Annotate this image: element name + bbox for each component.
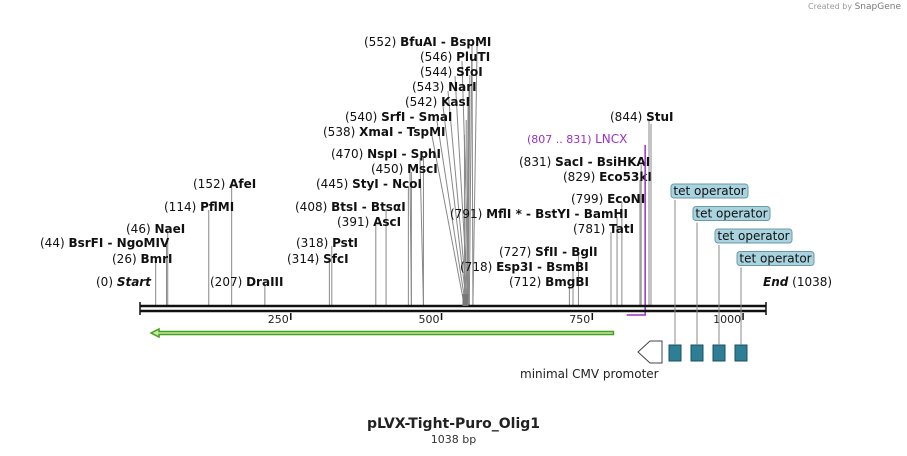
site-label: (152) AfeI: [193, 177, 256, 191]
site-label: (0) Start: [96, 275, 152, 289]
operator-label: tet operator: [695, 207, 767, 221]
site-label: (552) BfuAI - BspMI: [364, 35, 491, 49]
orf-arrow[interactable]: [149, 327, 615, 339]
tick-label: 1000: [713, 313, 741, 326]
operator-label: tet operator: [673, 184, 745, 198]
site-line: [466, 104, 469, 307]
operator-label-box: [736, 251, 815, 266]
tick-label: 250: [268, 313, 289, 326]
operator-label-box: [692, 206, 771, 221]
site-label: (844) StuI: [610, 110, 673, 124]
site-label: (391) AscI: [337, 215, 401, 229]
site-label: (44) BsrFI - NgoMIV: [40, 236, 170, 250]
site-fan-line: [442, 105, 468, 307]
site-label: (546) PluTI: [420, 50, 490, 64]
site-fan-line: [471, 45, 474, 307]
site-label: (831) SacI - BsiHKAI: [519, 155, 650, 169]
tick-label: 500: [419, 313, 440, 326]
site-label: (540) SrfI - SmaI: [345, 110, 452, 124]
primer-label: (807 .. 831) LNCX: [527, 132, 627, 146]
site-label: (544) SfoI: [420, 65, 483, 79]
site-label: (791) MflI * - BstYI - BamHI: [450, 207, 628, 221]
promoter-label: minimal CMV promoter: [520, 367, 659, 381]
tet-operator-feature[interactable]: [668, 344, 682, 362]
tet-operator-feature[interactable]: [690, 344, 704, 362]
site-line: [465, 119, 467, 307]
site-label: (799) EcoNI: [571, 192, 645, 206]
site-fan-line: [436, 120, 467, 307]
site-label: (543) NarI: [412, 80, 477, 94]
operator-label: tet operator: [739, 252, 811, 266]
site-cluster: [462, 294, 469, 306]
operator-label-box: [714, 228, 793, 244]
plasmid-linear-map: (0) Start (26) BmrI (44) BsrFI - NgoMIV(46…: [40, 35, 832, 364]
site-label: (712) BmgBI: [509, 275, 589, 289]
site-label: (718) Esp3I - BsmBI: [460, 260, 589, 274]
tick-label: 750: [569, 313, 590, 326]
primer-marker: [626, 145, 646, 316]
site-fan-line: [454, 75, 469, 307]
site-label: (114) PflMI: [164, 200, 234, 214]
site-fan-line: [461, 60, 470, 307]
site-label: (538) XmaI - TspMI: [323, 125, 445, 139]
site-fan-line: [419, 157, 424, 307]
backbone: [139, 302, 767, 315]
site-fan-line: [409, 172, 412, 307]
site-line: [468, 59, 473, 307]
plasmid-name: pLVX-Tight-Puro_Olig1: [366, 416, 541, 432]
site-label: End (1038): [763, 275, 832, 289]
site-label: (829) Eco53kI: [563, 170, 652, 184]
site-label: (207) DraIII: [210, 275, 283, 289]
site-label: (318) PstI: [296, 236, 358, 250]
site-fan-line: [447, 90, 468, 307]
tet-operator-feature[interactable]: [734, 344, 748, 362]
site-label: (542) KasI: [405, 95, 470, 109]
site-label: (470) NspI - SphI: [331, 147, 441, 161]
site-fan-line: [431, 135, 465, 307]
site-label: (46) NaeI: [126, 222, 185, 236]
snapgene-credit: Created by SnapGene: [808, 2, 901, 12]
operator-label-box: [670, 183, 749, 199]
site-label: (445) StyI - NcoI: [316, 177, 422, 191]
site-label: (727) SfII - BglI: [499, 245, 598, 259]
promoter-arrow[interactable]: [637, 340, 663, 364]
site-label: (314) SfcI: [287, 252, 349, 266]
site-label: (26) BmrI: [112, 252, 173, 266]
site-label: (450) MscI: [371, 162, 438, 176]
site-line: [472, 44, 478, 307]
site-label: (408) BtsI - BtsαI: [295, 200, 406, 214]
tet-operator-feature[interactable]: [712, 344, 726, 362]
plasmid-length: 1038 bp: [430, 433, 477, 446]
site-label: (781) TatI: [573, 222, 634, 236]
operator-label: tet operator: [717, 229, 789, 243]
